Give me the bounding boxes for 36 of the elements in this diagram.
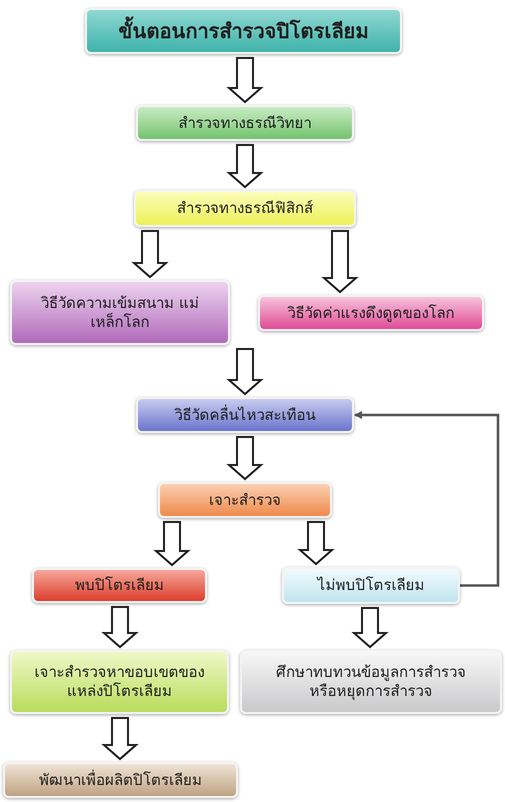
process-box	[258, 295, 484, 331]
block-arrow	[101, 606, 139, 648]
feedback-arrow	[354, 411, 500, 587]
node-label: วิธีวัดค่าแรงดึงดูดของโลก	[288, 304, 454, 322]
block-arrow	[297, 521, 335, 566]
process-box	[32, 568, 207, 603]
title-box	[85, 8, 402, 54]
node-label: สำรวจทางธรณีวิทยา	[178, 114, 312, 132]
node-label: เจาะสำรวจ	[209, 490, 281, 510]
process-box	[240, 650, 502, 714]
node-label: วิธีวัดคลื่นไหวสะเทือน	[174, 406, 316, 424]
node-label: พบปิโตรเลียม	[75, 576, 164, 595]
block-arrow	[226, 436, 264, 480]
block-arrow	[351, 607, 389, 648]
node-label: ไม่พบปิโตรเลียม	[318, 576, 424, 595]
block-arrow	[153, 521, 191, 566]
process-box	[136, 397, 354, 433]
process-box	[134, 190, 356, 227]
block-arrow	[321, 230, 359, 294]
node-label: เจาะสำรวจหาขอบเขตของ แหล่งปิโตรเลียม	[34, 663, 206, 701]
node-label: สำรวจทางธรณีฟิสิกส์	[177, 199, 313, 218]
block-arrow	[226, 348, 264, 396]
process-box	[10, 280, 230, 345]
process-box	[10, 650, 229, 714]
process-box	[3, 762, 238, 798]
block-arrow	[101, 717, 139, 760]
node-label: ขั้นตอนการสำรวจปิโตรเลียม	[118, 18, 368, 44]
node-label: พัฒนาเพื่อผลิตปิโตรเลียม	[39, 770, 202, 790]
process-box	[158, 482, 332, 518]
block-arrow	[226, 144, 264, 188]
node-label: วิธีวัดความเข้มสนาม แม่เหล็กโลก	[40, 294, 200, 332]
node-label: ศึกษาทบทวนข้อมูลการสำรวจ หรือหยุดการสำรวจ	[275, 663, 467, 701]
process-box	[282, 567, 460, 604]
block-arrow	[226, 57, 264, 104]
block-arrow	[131, 230, 169, 278]
process-box	[136, 105, 354, 141]
